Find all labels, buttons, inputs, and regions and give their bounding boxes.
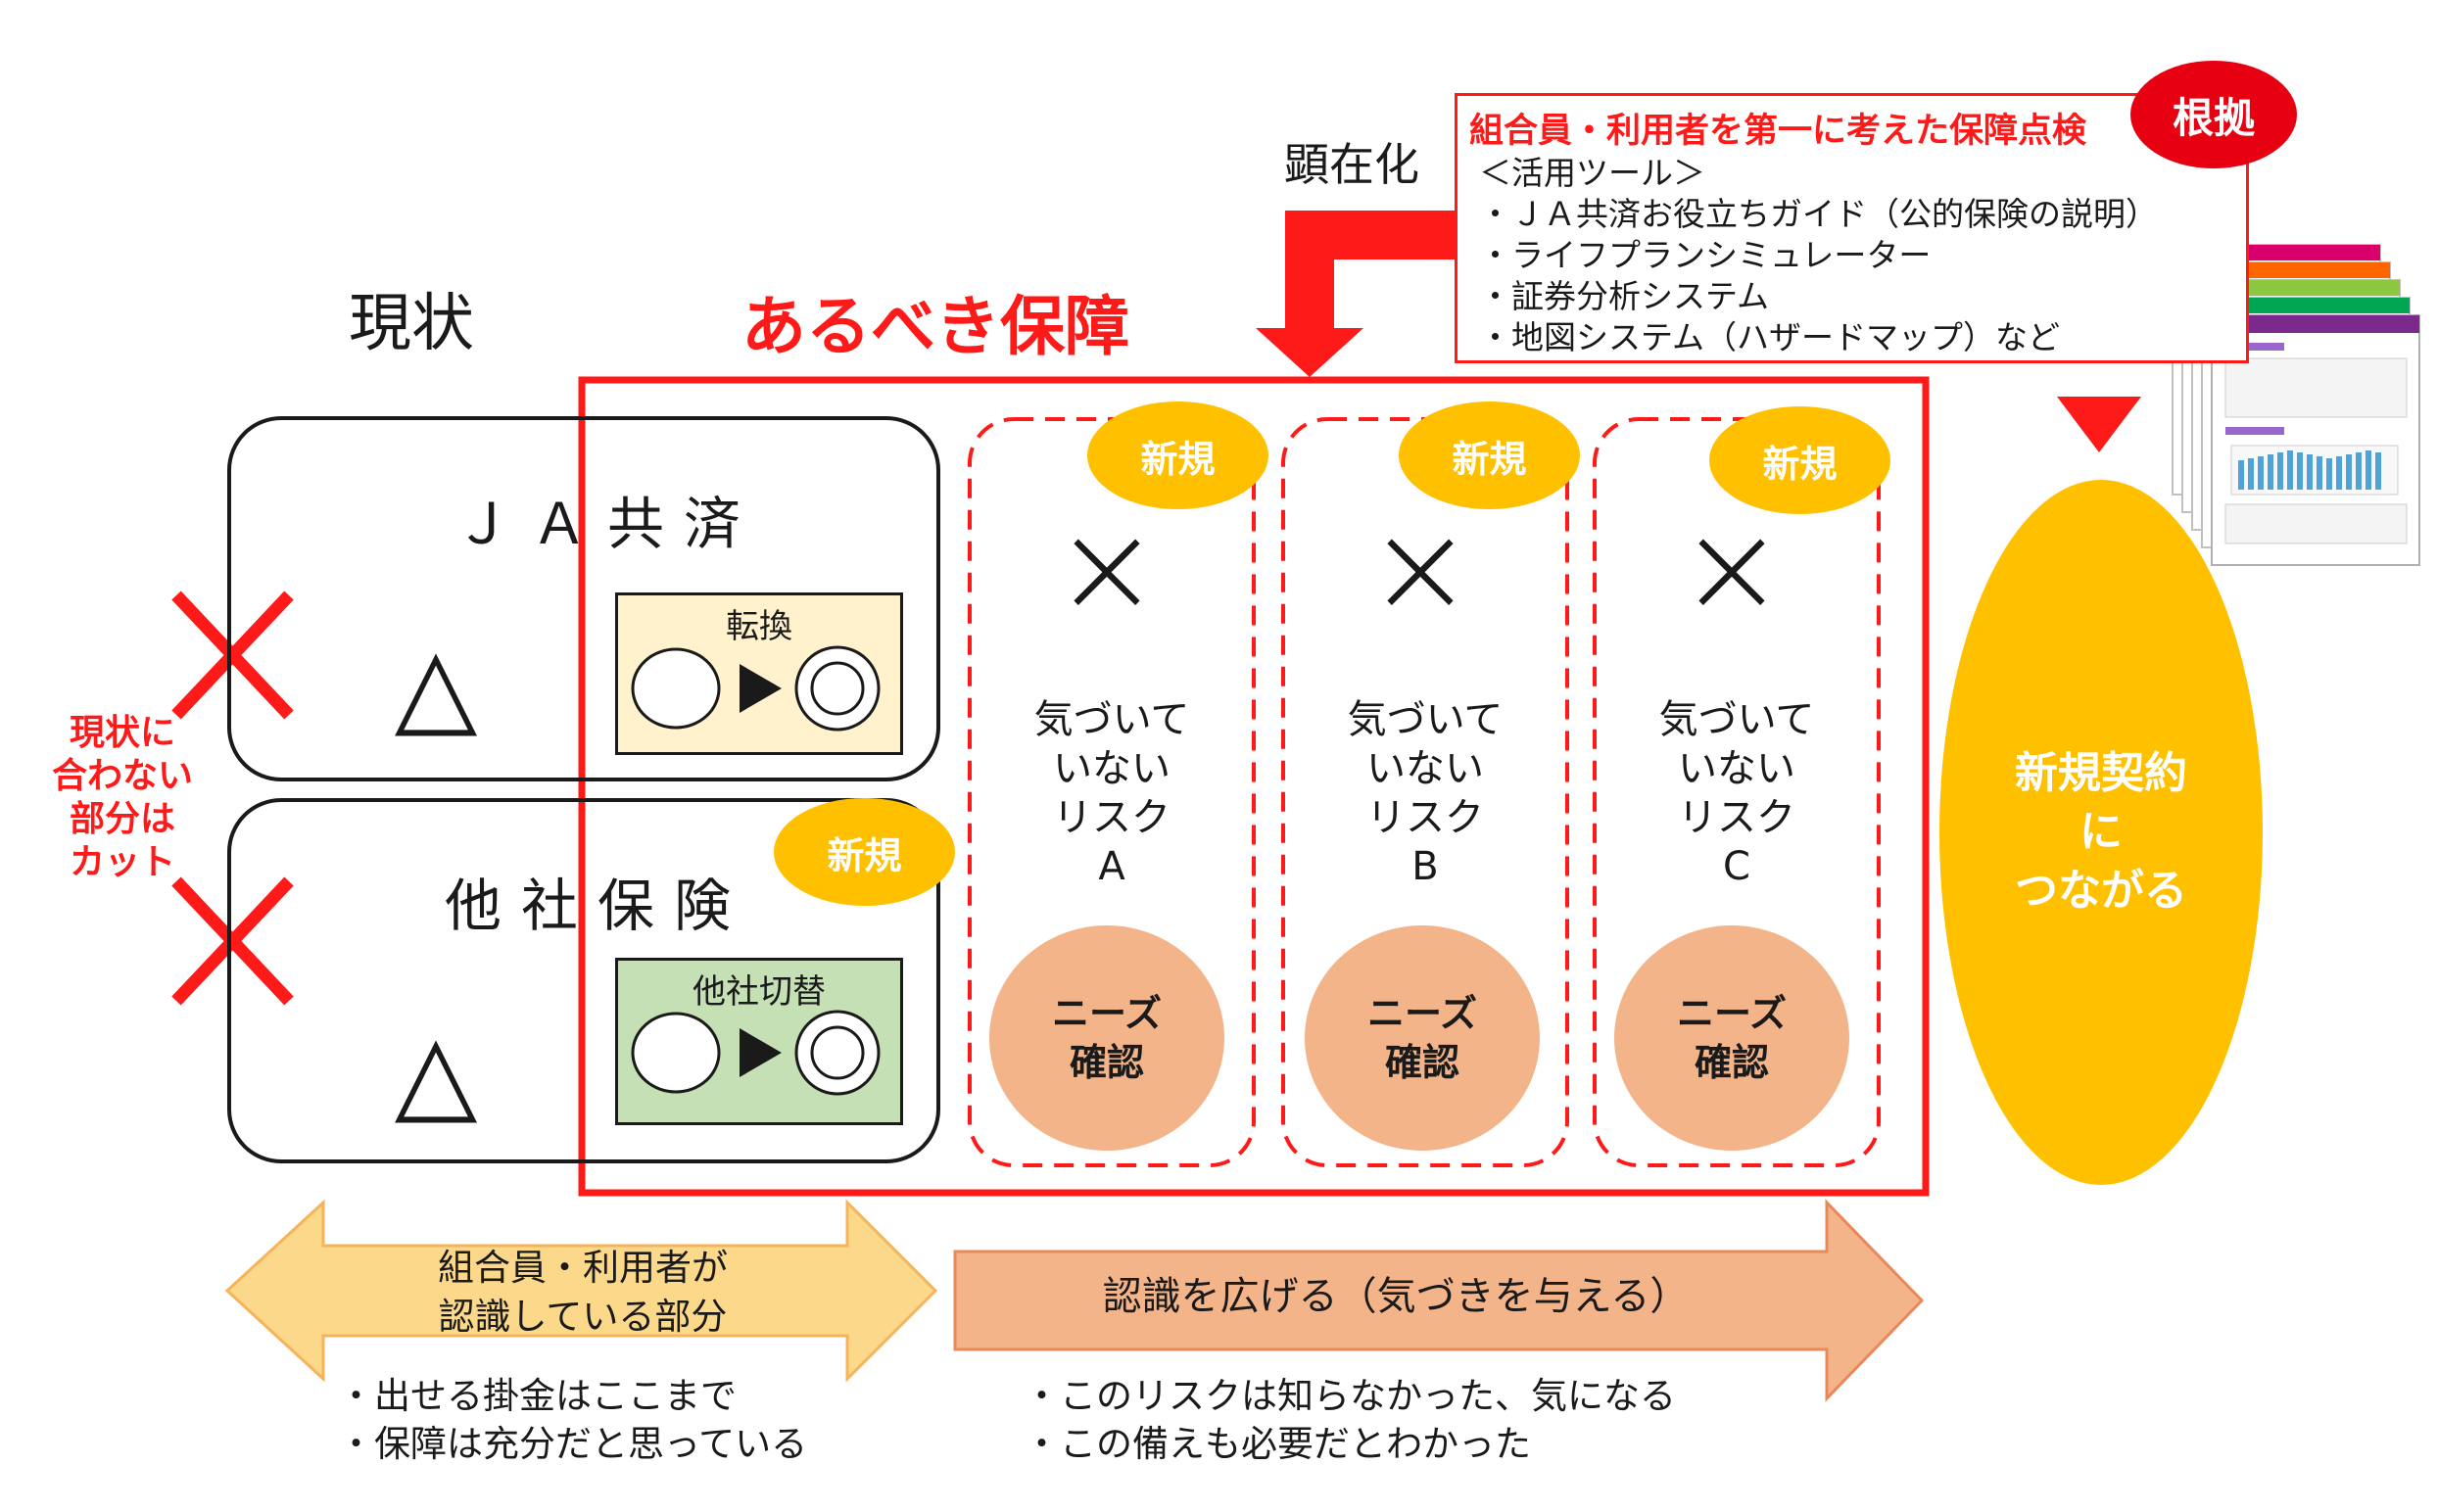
other-insurance-label: 他社保険 [444,873,750,939]
tenkan-label: 転換 [726,606,792,646]
new-contract-ellipse: 新規契約 に つながる [1939,480,2263,1185]
coverage-check-tools-box [1455,93,2249,363]
down-triangle-to-contract [2057,397,2141,452]
note-right-1: ・このリスクは知らなかった、気になる [1024,1375,1676,1417]
current-state-title: 現状 [349,288,474,360]
tools-line-header: ＜活用ツール＞ [1479,154,1705,192]
risk-c-x-mark: × [1678,494,1786,642]
risk-c-needs-check: ニーズ 確認 [1614,925,1849,1151]
tools-line-securities: ・証券分析システム [1479,277,1770,315]
cut-cross-other [171,876,294,1006]
kenzaika-arrow [1256,211,1459,377]
recognized-range-text: 組合員・利用者が 認識している部分 [438,1247,728,1338]
ja-triangle-mark: △ [394,623,478,748]
new-badge-risk-a: 新規 [1087,402,1268,509]
cut-cross-ja [171,591,294,720]
risk-a-x-mark: × [1053,494,1161,642]
note-right-2: ・この備えも必要だとわかった [1024,1423,1531,1465]
other-triangle-mark: △ [394,1010,478,1135]
kenzaika-label: 顕在化 [1284,138,1419,191]
risk-frame-c [1593,417,1881,1167]
tools-line-simulator: ・ライフプランシミュレーター [1479,236,1932,274]
new-badge-risk-b: 新規 [1399,402,1580,509]
risk-b-text: 気づいて いない リスク B [1347,697,1504,889]
konkyo-badge: 根拠 [2130,61,2297,168]
risk-a-text: 気づいて いない リスク A [1033,697,1190,889]
ja-kyosai-box [227,416,940,781]
risk-a-needs-check: ニーズ 確認 [989,925,1224,1151]
tasha-switch-box: 他社切替 [615,958,903,1125]
note-left-2: ・保障は充分だと思っている [338,1423,808,1465]
note-left-1: ・出せる掛金はここまで [338,1375,737,1417]
risk-b-x-mark: × [1366,494,1474,642]
tasha-switch-label: 他社切替 [693,971,826,1012]
ideal-coverage-frame [578,376,1930,1197]
tenkan-box: 転換 [615,592,903,755]
ja-kyosai-label: ＪＡ共済 [454,491,760,557]
tools-line-guide: ・ＪＡ共済お役立ちガイド（公的保険の説明） [1479,195,2158,233]
risk-c-text: 気づいて いない リスク C [1658,697,1815,889]
cut-mismatch-note: 現状に 合わない 部分は カット [51,713,193,882]
coverage-check-title: 組合員・利用者を第一に考えた保障点検 [1469,112,2087,151]
new-badge-other: 新規 [774,798,955,906]
expand-recognition-text: 認識を広げる（気づきを与える） [1102,1274,1690,1319]
tools-line-map: ・地図システム（ハザードマップ）など [1479,318,2061,356]
ideal-coverage-title: あるべき保障 [741,288,1129,364]
other-insurance-box [227,798,940,1163]
new-badge-risk-c: 新規 [1709,406,1890,514]
risk-b-needs-check: ニーズ 確認 [1305,925,1540,1151]
expand-recognition-arrow [953,1199,1925,1402]
recognized-range-arrow [224,1199,938,1383]
